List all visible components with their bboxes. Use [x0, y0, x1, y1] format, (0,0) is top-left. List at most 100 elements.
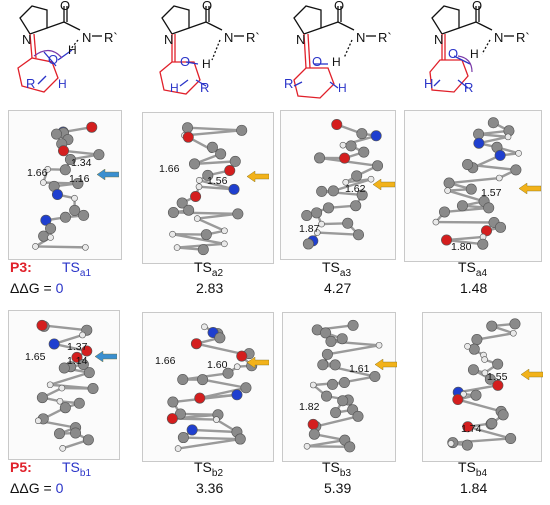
- atom: [461, 439, 473, 451]
- highlight-arrow-icon: [375, 359, 397, 370]
- highlight-arrow-icon: [247, 171, 269, 182]
- ts-sub: a3: [339, 267, 352, 279]
- atom: [228, 183, 240, 195]
- atom: [505, 432, 517, 444]
- atom: [182, 131, 194, 143]
- atom: [477, 238, 489, 250]
- atom: [40, 214, 52, 226]
- distance-label: 1.66: [27, 167, 48, 179]
- atom: [234, 433, 246, 445]
- atom: [194, 392, 206, 404]
- bond: [196, 217, 225, 232]
- atom: [166, 413, 178, 425]
- atom: [183, 204, 195, 216]
- atom: [69, 204, 81, 216]
- atom: [46, 381, 54, 389]
- atom: [336, 333, 348, 345]
- atom: [462, 421, 474, 433]
- ddg-value-ts-a4: 1.48: [460, 280, 488, 296]
- ts-sub: a4: [475, 267, 488, 279]
- atom: [347, 319, 359, 331]
- atom: [473, 137, 485, 149]
- atom: [443, 177, 455, 189]
- svg-text:R`: R`: [516, 30, 530, 45]
- atom: [331, 118, 343, 130]
- atom: [314, 152, 326, 164]
- atom: [177, 432, 189, 444]
- atom: [330, 407, 342, 419]
- atom: [509, 318, 521, 330]
- molecule-model: [301, 118, 384, 250]
- svg-text:R: R: [464, 80, 473, 95]
- atom: [231, 389, 243, 401]
- ddg-value-ts-a1: 0: [55, 280, 64, 296]
- bond: [183, 436, 241, 441]
- atom: [236, 124, 248, 136]
- distance-label: 1.37: [67, 341, 88, 353]
- atom: [456, 200, 468, 212]
- atom: [486, 417, 498, 429]
- atom: [481, 369, 489, 377]
- atom: [452, 394, 464, 406]
- bond: [194, 160, 236, 166]
- ddg-value-ts-a2: 2.83: [196, 280, 224, 296]
- atom: [50, 128, 62, 140]
- svg-text:O: O: [448, 46, 458, 61]
- atom: [325, 335, 337, 347]
- bond: [187, 126, 242, 132]
- molecule-model: [303, 319, 383, 453]
- atom: [510, 329, 517, 337]
- ts-a1-label: TSa1: [62, 259, 91, 279]
- svg-text:O: O: [202, 0, 212, 13]
- distance-label: 1.56: [207, 175, 228, 187]
- ddg-value-ts-b3: 5.39: [324, 480, 352, 496]
- ddg-value-ts-b4: 1.84: [460, 480, 488, 496]
- bond: [172, 233, 225, 246]
- atom: [177, 374, 189, 386]
- bond: [184, 129, 242, 137]
- atom: [320, 327, 332, 339]
- atom: [83, 367, 95, 379]
- ts-b4-label: TSb4: [458, 459, 487, 479]
- atom: [372, 160, 384, 172]
- atom: [221, 240, 228, 248]
- atom: [313, 229, 321, 236]
- atom: [464, 342, 471, 350]
- ts-base: TS: [194, 259, 212, 275]
- svg-text:N: N: [22, 32, 31, 47]
- svg-text:H: H: [170, 81, 179, 95]
- scheme-ts-a3-structure: N O N R` H O R H: [284, 0, 392, 99]
- atom: [309, 381, 317, 389]
- svg-text:H: H: [332, 55, 341, 69]
- atom: [206, 141, 218, 153]
- atom: [515, 150, 522, 157]
- atom: [496, 174, 503, 182]
- bond: [457, 398, 502, 413]
- bond: [63, 149, 100, 156]
- atom: [167, 206, 179, 218]
- atom: [70, 427, 82, 439]
- molecule-model: [432, 117, 522, 250]
- atom: [195, 176, 203, 184]
- atom: [318, 220, 325, 228]
- ddg-label-p3: ΔΔG = 0: [10, 280, 63, 296]
- ddg-label-p5: ΔΔG = 0: [10, 480, 63, 496]
- bond: [446, 238, 483, 246]
- atom: [186, 424, 198, 436]
- distance-label: 1.61: [349, 363, 370, 375]
- atom: [494, 149, 506, 161]
- svg-text:H: H: [470, 47, 479, 61]
- distance-label: 1.87: [299, 223, 320, 235]
- atom: [441, 234, 453, 246]
- ts-sub: a1: [79, 267, 92, 279]
- bond: [198, 185, 235, 191]
- atom: [316, 185, 328, 197]
- bond: [317, 231, 359, 236]
- atom: [82, 244, 89, 251]
- ts-sub: b1: [79, 467, 92, 479]
- atom: [73, 397, 85, 409]
- scheme-ts-a1-structure: N O N R` H O R H: [17, 0, 118, 93]
- ts-b2-label: TSb2: [194, 459, 223, 479]
